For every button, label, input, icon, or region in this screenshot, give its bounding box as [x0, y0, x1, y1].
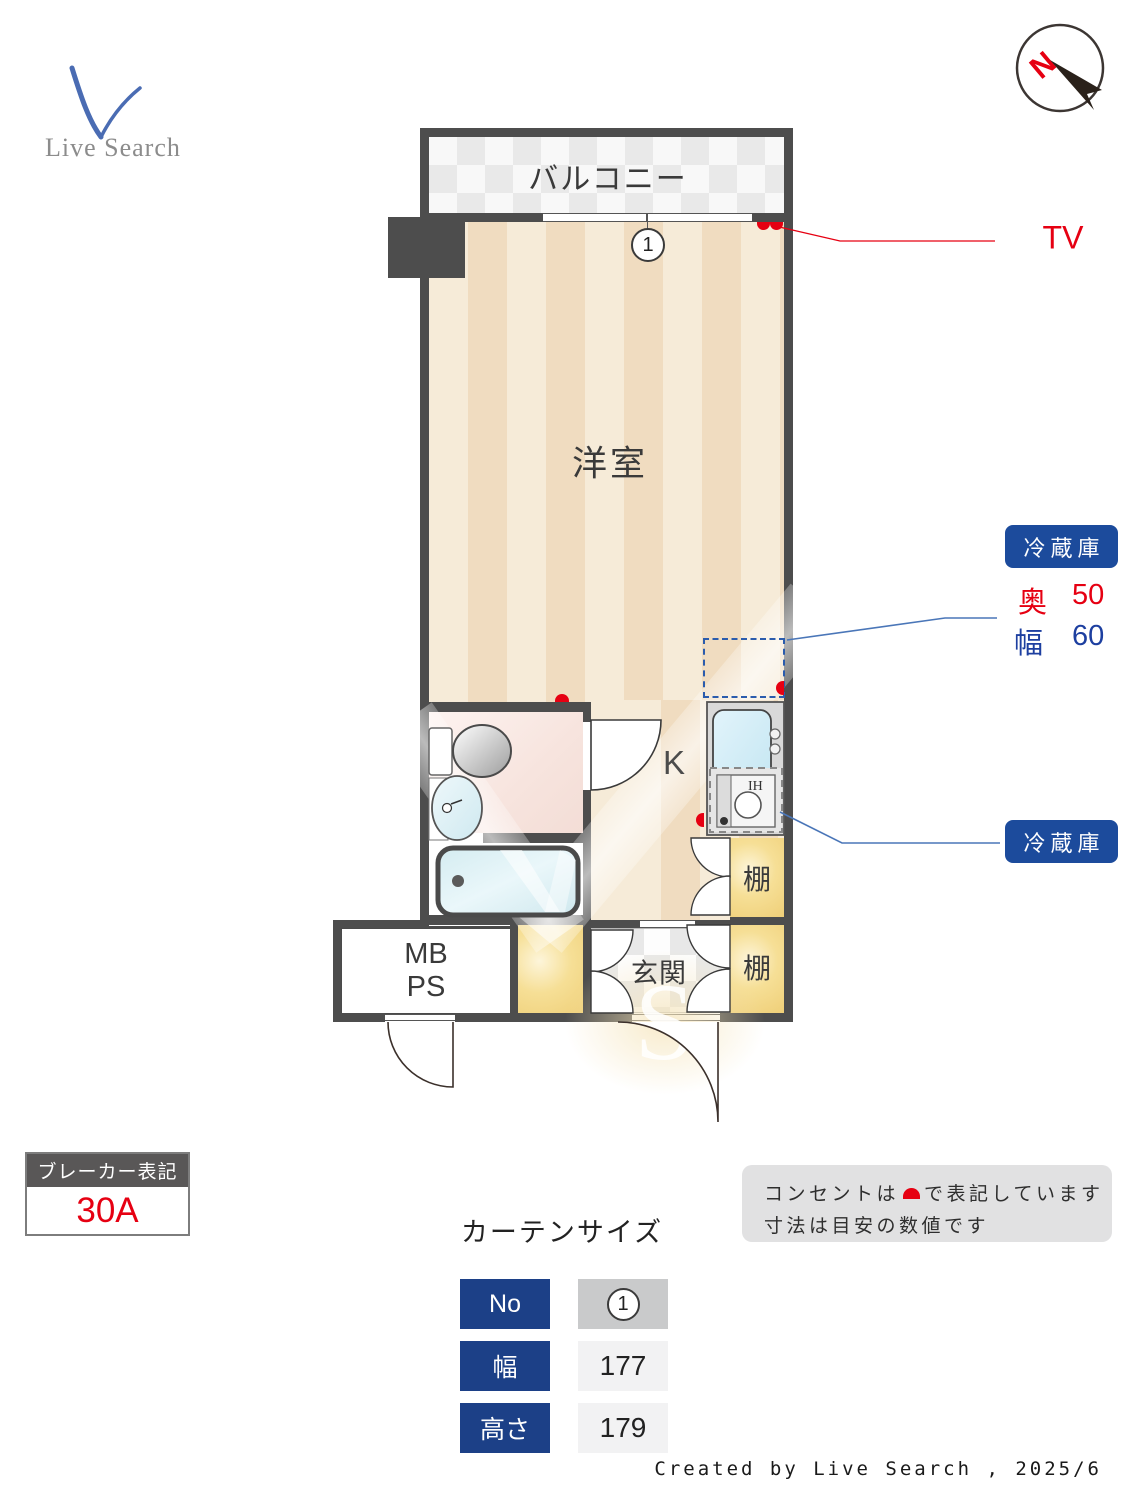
toilet-icon: [428, 724, 512, 778]
fridge-callout-line-bottom: [779, 811, 1000, 844]
balcony-floor: [429, 137, 784, 213]
bathtub-icon: [435, 845, 581, 918]
wall-bottom-2: [455, 1013, 632, 1022]
curtain-row-no-label: No: [460, 1279, 550, 1329]
curtain-row-no-value: 1: [578, 1279, 668, 1329]
wall-mb-top: [333, 920, 429, 928]
breaker-box: ブレーカー表記 30A: [25, 1152, 190, 1236]
logo-text: Live Search: [45, 133, 181, 162]
bathroom-door: [590, 719, 662, 791]
fridge-label-bottom: 冷蔵庫: [1005, 820, 1118, 863]
mb-ps-label: MB PS: [346, 938, 506, 1005]
curtain-row-height-value: 179: [578, 1403, 668, 1453]
kitchen-label: K: [662, 744, 686, 781]
fridge-depth-value: 50: [1072, 579, 1105, 611]
curtain-no-circle: 1: [606, 1287, 640, 1321]
breaker-title: ブレーカー表記: [27, 1154, 188, 1187]
mb-door: [387, 1021, 454, 1088]
notes-line1: コンセントは で表記しています: [764, 1179, 1112, 1211]
wall-bottom-1: [333, 1013, 385, 1022]
closet-door-lower: [590, 970, 634, 1014]
fridge-width-label: 幅: [1014, 628, 1044, 660]
curtain-row-height-label: 高さ: [460, 1403, 550, 1453]
outlet-kitchen-left: [696, 813, 704, 827]
tv-callout-line: [774, 225, 995, 242]
notes-line1-post: で表記しています: [924, 1184, 1104, 1205]
outlet-bathroom-wall: [555, 694, 569, 702]
wall-closet-left: [510, 920, 518, 1015]
fridge-placement-dashed-box: [703, 638, 785, 698]
outlet-legend-icon: [903, 1188, 921, 1199]
wall-balcony-right: [784, 128, 793, 222]
mb-door-threshold: [385, 1014, 455, 1021]
ps-label: PS: [406, 971, 446, 1004]
fridge-callout-line-top: [786, 617, 997, 641]
logo-check-icon: [69, 65, 142, 140]
shelf-bottom-door-lower: [686, 968, 731, 1013]
outlet-tv-1: [757, 222, 770, 230]
wall-left: [420, 222, 429, 925]
wall-top: [420, 128, 793, 137]
balcony-window-tick: [646, 213, 648, 222]
shelf-top-door-upper: [690, 837, 731, 878]
fridge-width-value: 60: [1072, 620, 1105, 652]
tv-label: TV: [1042, 219, 1084, 256]
curtain-title: カーテンサイズ: [460, 1217, 664, 1248]
curtain-row-width-value: 177: [578, 1341, 668, 1391]
notes-line2: 寸法は目安の数値です: [764, 1216, 990, 1238]
compass-icon: N: [1015, 23, 1105, 113]
shelf-top-label: 棚: [742, 864, 772, 895]
compass-needle: [1050, 60, 1102, 110]
kitchen-unit-icon: IH: [706, 701, 785, 836]
sink-icon: [428, 775, 483, 841]
shelf-bottom-label: 棚: [742, 953, 772, 984]
breaker-value: 30A: [76, 1190, 139, 1230]
outlet-kitchen-right: [776, 681, 784, 695]
notes-line1-pre: コンセントは: [764, 1184, 900, 1205]
mb-label: MB: [404, 938, 448, 970]
window-circle-tick: [647, 222, 648, 230]
outlet-tv-2: [770, 222, 783, 230]
fridge-label-top: 冷蔵庫: [1005, 525, 1118, 568]
window-number: 1: [642, 233, 654, 256]
shelf-bottom-door-upper: [686, 924, 731, 969]
shelf-top-door-lower: [690, 875, 731, 916]
window-number-circle: 1: [631, 228, 665, 262]
wall-balcony-left: [420, 128, 429, 222]
entrance-label: 玄関: [631, 958, 687, 989]
western-room-label: 洋室: [571, 444, 649, 484]
footer-credit: Created by Live Search , 2025/6: [654, 1458, 1102, 1480]
notes-box: コンセントは で表記しています 寸法は目安の数値です: [742, 1165, 1112, 1242]
curtain-row-width-label: 幅: [460, 1341, 550, 1391]
live-search-logo: Live Search: [45, 55, 205, 170]
balcony-label: バルコニー: [528, 163, 688, 196]
wall-mb-left: [333, 920, 341, 1022]
closet-door-upper: [590, 929, 634, 973]
pillar: [388, 217, 465, 278]
entrance-door: [617, 1021, 719, 1123]
fridge-depth-label: 奥: [1018, 587, 1048, 619]
